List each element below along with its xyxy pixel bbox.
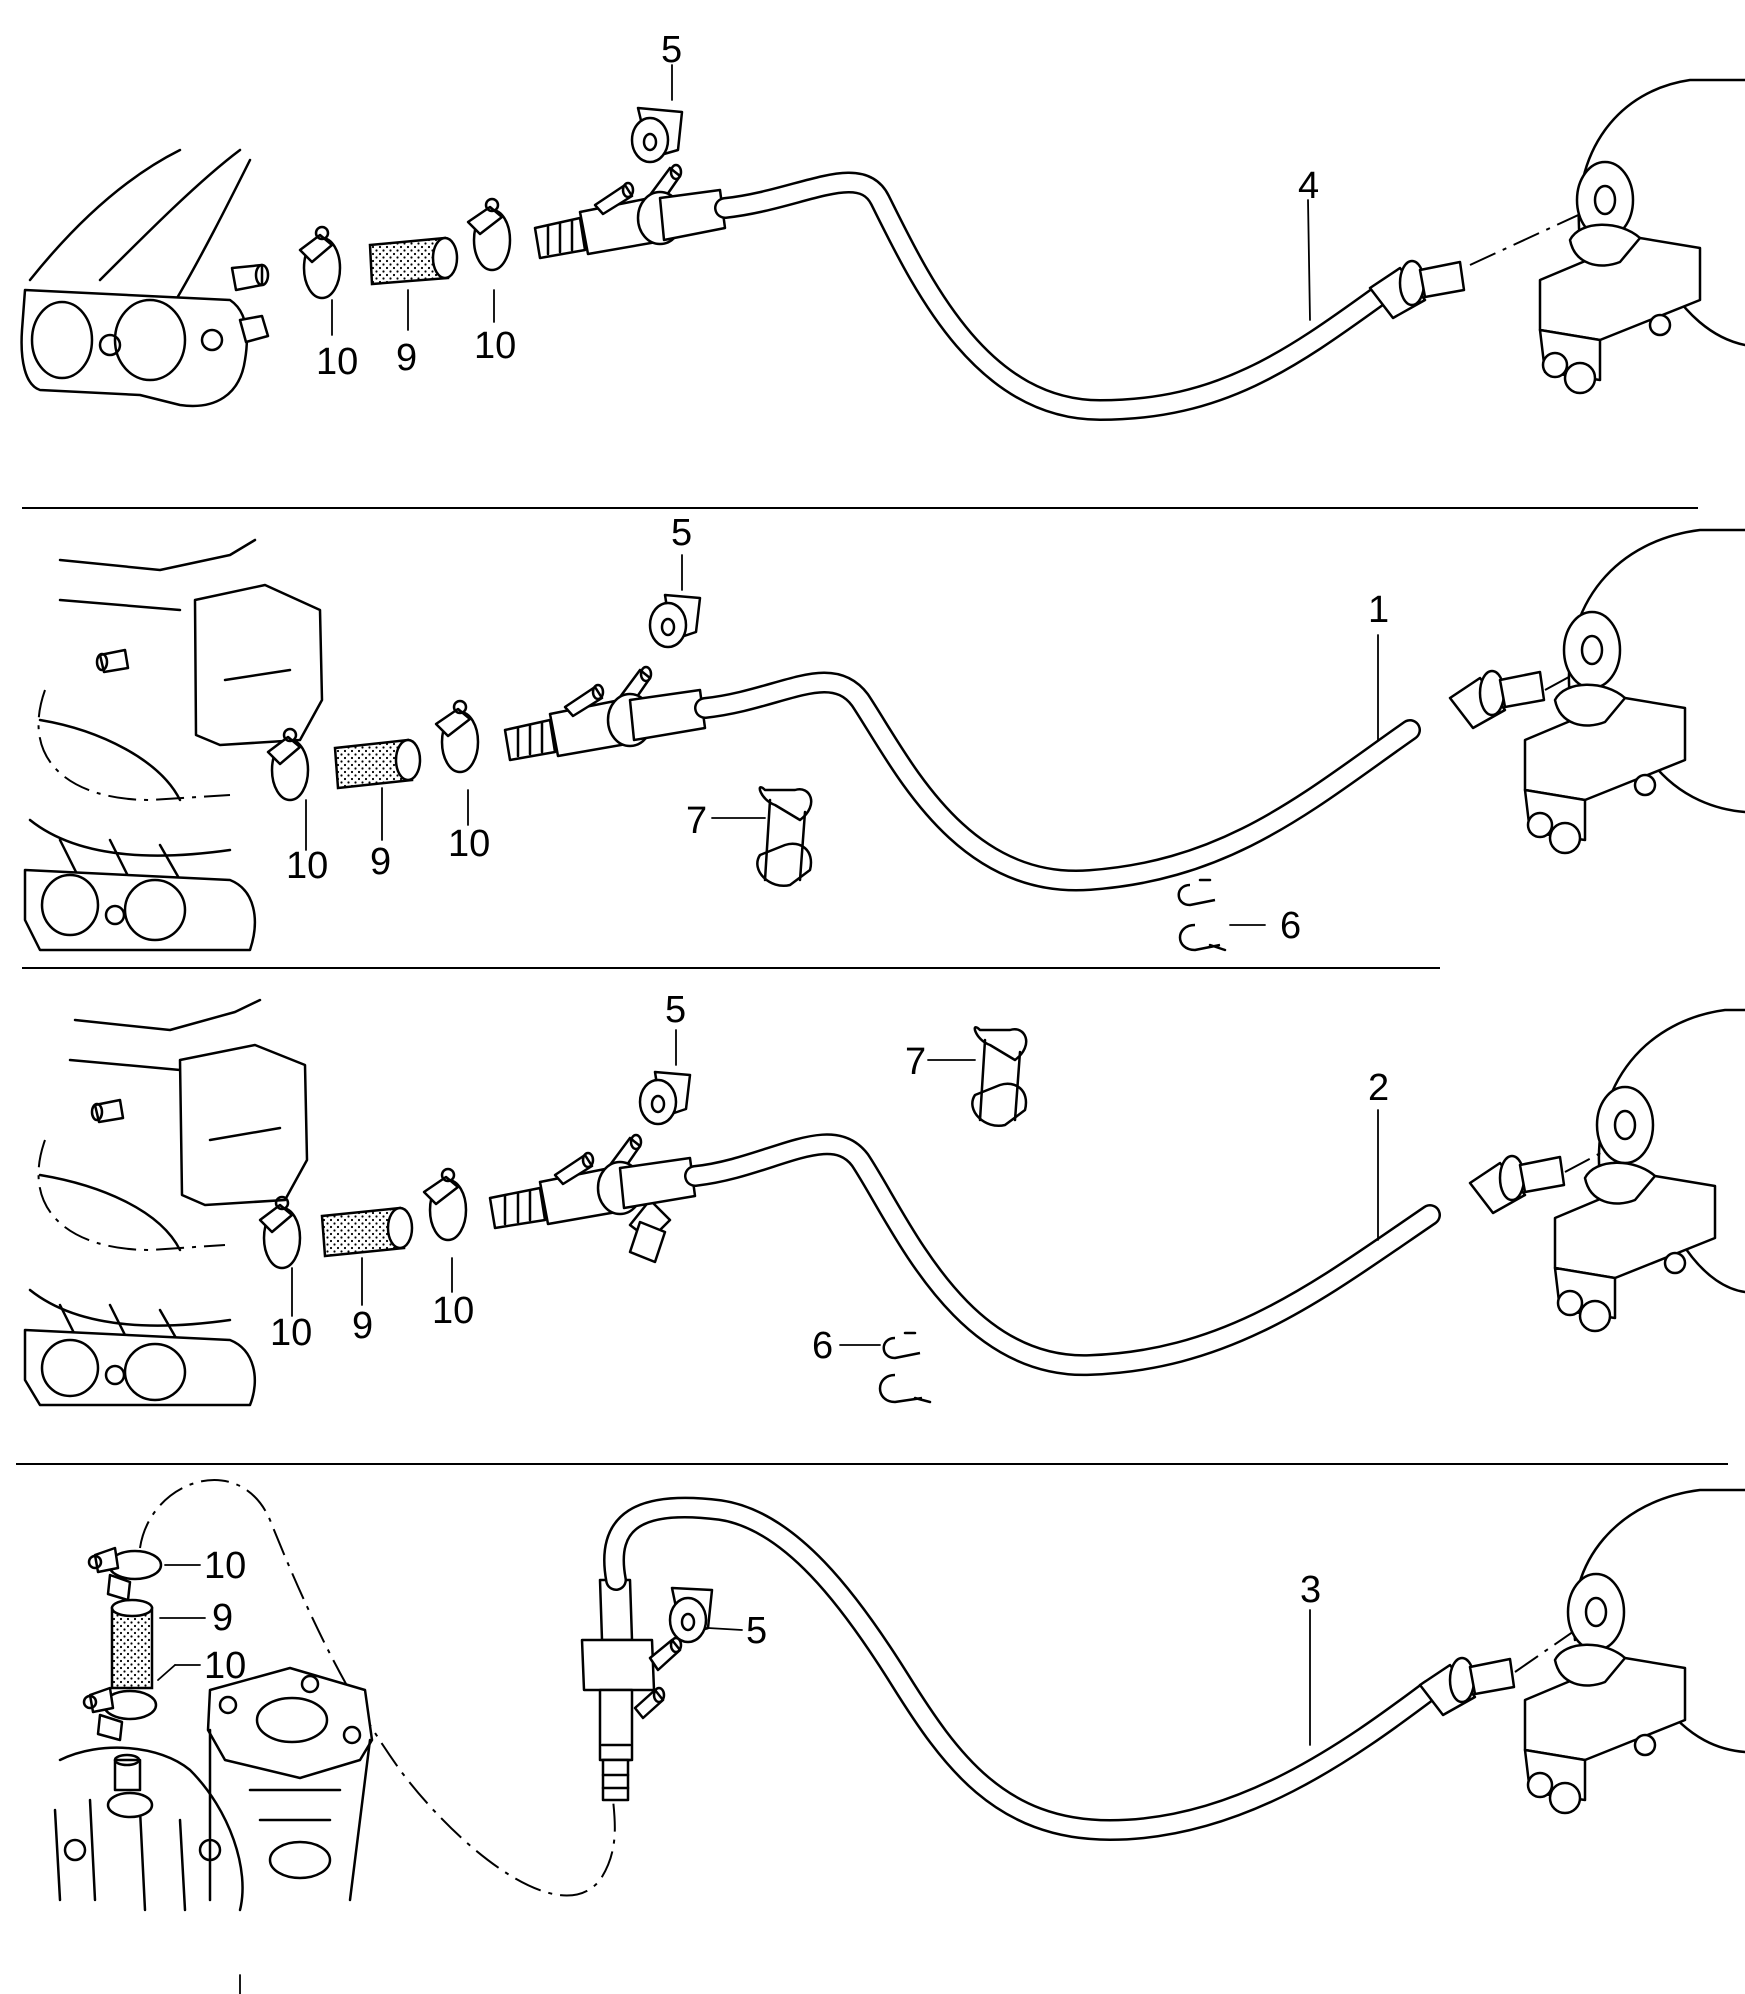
valve-cap: [630, 106, 684, 164]
callout-clip-left: 10: [270, 1312, 312, 1354]
master-cylinder: [1523, 683, 1687, 855]
callout-hose-short: 9: [212, 1597, 233, 1639]
callout-clip-small: 6: [1280, 905, 1301, 947]
callout-hose: 2: [1368, 1067, 1389, 1109]
callout-hose: 1: [1368, 589, 1389, 631]
callout-clip-left: 10: [286, 845, 328, 887]
callout-hose-short: 9: [370, 841, 391, 883]
callout-clip-right: 10: [432, 1290, 474, 1332]
callout-clip-right: 10: [448, 823, 490, 865]
callout-leaders: [157, 1564, 1311, 1746]
callout-leaders: [331, 64, 1311, 336]
hose-clamp: [434, 699, 480, 774]
callout-hose-short: 9: [352, 1305, 373, 1347]
callout-clip-right: 10: [474, 325, 516, 367]
callout-valve: 5: [671, 512, 692, 554]
vacuum-hose: [686, 1135, 1439, 1374]
connecting-hose: [368, 236, 459, 286]
callout-holder: 7: [686, 800, 707, 842]
hose-clamp: [422, 1167, 468, 1242]
hose-clamp: [87, 1546, 163, 1602]
hose-clamp: [266, 727, 310, 802]
hose-clamp: [82, 1686, 158, 1742]
callout-valve: 5: [746, 1610, 767, 1652]
master-cylinder: [1523, 1643, 1687, 1815]
callout-holder: 7: [905, 1041, 926, 1083]
valve-cap: [638, 1070, 692, 1126]
hose-clamp: [258, 1195, 302, 1270]
brake-booster: [1595, 1008, 1745, 1294]
vacuum-hose: [696, 674, 1419, 889]
callout-clip-small: 6: [812, 1325, 833, 1367]
hose-clip-small: [1177, 878, 1227, 952]
callout-clip-left: 10: [316, 341, 358, 383]
vacuum-hose: [716, 174, 1389, 419]
hose-end-fitting: [1448, 669, 1546, 730]
hose-holder: [971, 1026, 1028, 1128]
callout-clip-bottom: 10: [204, 1645, 246, 1687]
hose-clamp: [466, 197, 512, 272]
panel-4: 3 5 10 9 10: [53, 1479, 1745, 1994]
check-valve: [533, 163, 727, 260]
callout-leaders: [291, 1029, 1379, 1346]
intake-manifold: [20, 148, 270, 408]
hose-clamp: [298, 225, 342, 300]
connecting-hose: [110, 1598, 154, 1690]
vacuum-hose: [605, 1499, 1439, 1839]
callout-clip-top: 10: [204, 1545, 246, 1587]
callout-hose: 3: [1300, 1569, 1321, 1611]
hose-end-fitting: [1418, 1656, 1516, 1717]
hose-end-fitting: [1368, 259, 1466, 320]
hose-holder: [756, 786, 813, 888]
panel-3: 5 2 7 6 10 9 10: [23, 989, 1745, 1407]
callout-hose-short: 9: [396, 337, 417, 379]
hose-end-fitting: [1468, 1154, 1566, 1215]
panel-2: 5 1 7 6 10 9 10: [23, 512, 1745, 952]
check-valve: [488, 1133, 697, 1264]
check-valve: [503, 665, 707, 762]
callout-valve: 5: [661, 29, 682, 71]
master-cylinder: [1538, 223, 1702, 395]
valve-cap: [668, 1586, 714, 1644]
hose-clip-small: [878, 1331, 932, 1404]
valve-cap: [648, 593, 702, 649]
connecting-hose: [333, 738, 422, 790]
check-valve: [580, 1578, 683, 1802]
connecting-hose: [320, 1206, 414, 1258]
master-cylinder: [1553, 1161, 1717, 1333]
panel-separators: [16, 507, 1728, 1465]
panel-1: 5 4 10 9 10: [20, 29, 1745, 422]
intake-manifold: [23, 538, 324, 952]
carburetor: [53, 1666, 374, 1912]
callout-hose: 4: [1298, 165, 1319, 207]
callout-valve: 5: [665, 989, 686, 1031]
callout-leaders: [305, 554, 1379, 926]
brake-booster: [1575, 78, 1745, 347]
intake-manifold: [23, 998, 309, 1407]
